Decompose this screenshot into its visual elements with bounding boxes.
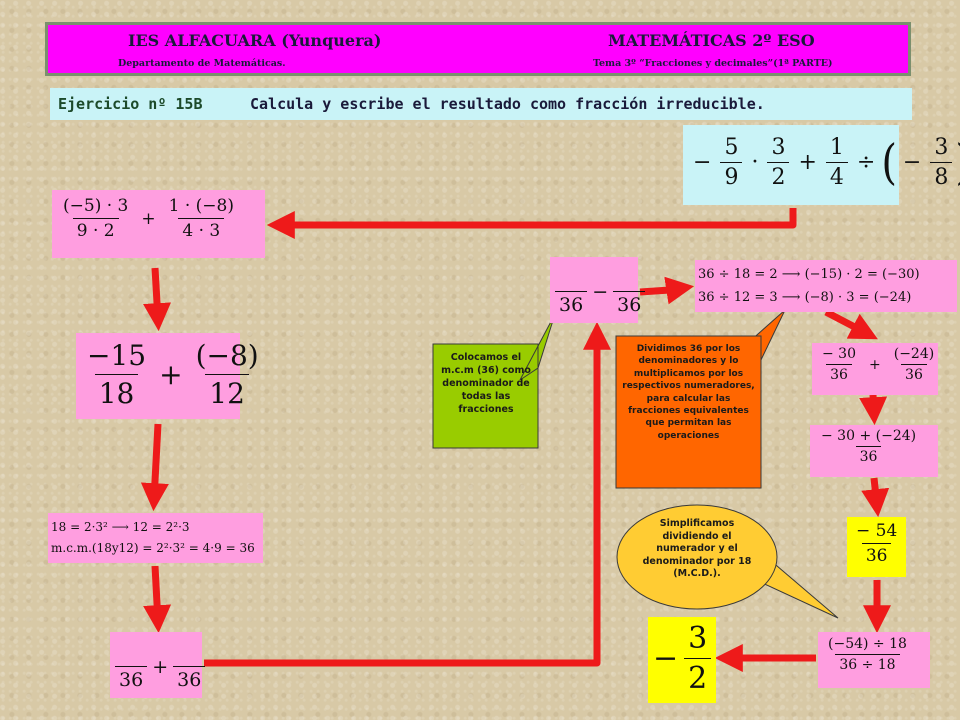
fraction: 36	[555, 267, 588, 316]
orange-callout-shape	[615, 335, 762, 489]
plus-operator: +	[159, 358, 183, 391]
fraction: − 30 + (−24)36	[821, 428, 917, 465]
minus-sign: −	[693, 150, 712, 175]
arrow-s1-s2	[143, 267, 172, 332]
minus-sign: −	[653, 641, 679, 676]
exercise-statement: Calcula y escribe el resultado como frac…	[250, 95, 765, 113]
step-common-denominator-template: 36 − 36	[550, 257, 646, 323]
exercise-label: Ejercicio nº 15B	[58, 95, 203, 113]
arrow-s0-s1	[266, 208, 797, 239]
page-header: IES ALFACUARA (Yunquera) MATEMÁTICAS 2º …	[45, 22, 911, 76]
fraction: 36	[173, 642, 206, 691]
arrow-s5-s6	[639, 276, 695, 305]
yellow-callout-text: Simplificamos dividiendo el numerador y …	[642, 518, 752, 579]
plus-operator: +	[141, 208, 156, 229]
fraction: (−24)36	[893, 346, 935, 383]
green-callout-shape	[432, 313, 556, 449]
fraction: 36	[613, 267, 646, 316]
topic-title: Tema 3º “Fracciones y decimales”(1ª PART…	[593, 58, 833, 69]
factorization-line: 18 = 2·3² ⟶ 12 = 2²·3	[51, 520, 190, 534]
exercise-bar: Ejercicio nº 15B Calcula y escribe el re…	[50, 88, 912, 120]
fraction: 1 · (−8)4 · 3	[168, 196, 234, 241]
yellow-callout-shape	[616, 504, 778, 610]
equivalence-line: 36 ÷ 12 = 3 ⟶ (−8) · 3 = (−24)	[698, 290, 912, 305]
dot-operator: ·	[751, 150, 759, 175]
minus-sign: −	[902, 150, 922, 175]
arrow-s8-s9	[861, 477, 890, 518]
school-name: IES ALFACUARA (Yunquera)	[128, 31, 382, 50]
minus-operator: −	[592, 280, 609, 303]
step-common-denominator-sum: 36 + 36	[110, 632, 206, 698]
fraction: 36	[115, 642, 148, 691]
left-paren: (	[881, 134, 897, 191]
plus-operator: +	[869, 356, 881, 373]
subject-title: MATEMÁTICAS 2º ESO	[608, 31, 815, 50]
fraction: (−8)12	[195, 339, 259, 410]
divide-operator: ÷	[856, 150, 876, 175]
arrow-s2-s3	[140, 423, 169, 512]
lcm-line: m.c.m.(18y12) = 2²·3² = 4·9 = 36	[51, 541, 255, 555]
arrow-s6-s7	[824, 308, 878, 340]
plus-operator: +	[798, 150, 817, 175]
step-equivalent-fractions: 36 ÷ 18 = 2 ⟶ (−15) · 2 = (−30) 36 ÷ 12 …	[695, 260, 957, 312]
department-name: Departamento de Matemáticas.	[118, 58, 286, 69]
orange-callout-text: Dividimos 36 por los denominadores y lo …	[622, 344, 755, 441]
right-paren: )	[955, 135, 960, 190]
step-single-fraction: − 30 + (−24)36	[810, 425, 938, 477]
plus-operator: +	[152, 655, 169, 678]
arrow-s7-s8	[859, 394, 888, 426]
arrow-s3-s4	[143, 565, 172, 634]
equivalence-line: 36 ÷ 18 = 2 ⟶ (−15) · 2 = (−30)	[698, 267, 920, 282]
step-lcm-calculation: 18 = 2·3² ⟶ 12 = 2²·3 m.c.m.(18y12) = 2²…	[48, 513, 263, 563]
green-callout-text: Colocamos el m.c.m (36) como denominador…	[441, 352, 531, 415]
step-original-expression: − 59 · 32 + 14 ÷ ( − 38 )	[683, 125, 960, 205]
arrow-s4-s5	[204, 321, 611, 667]
